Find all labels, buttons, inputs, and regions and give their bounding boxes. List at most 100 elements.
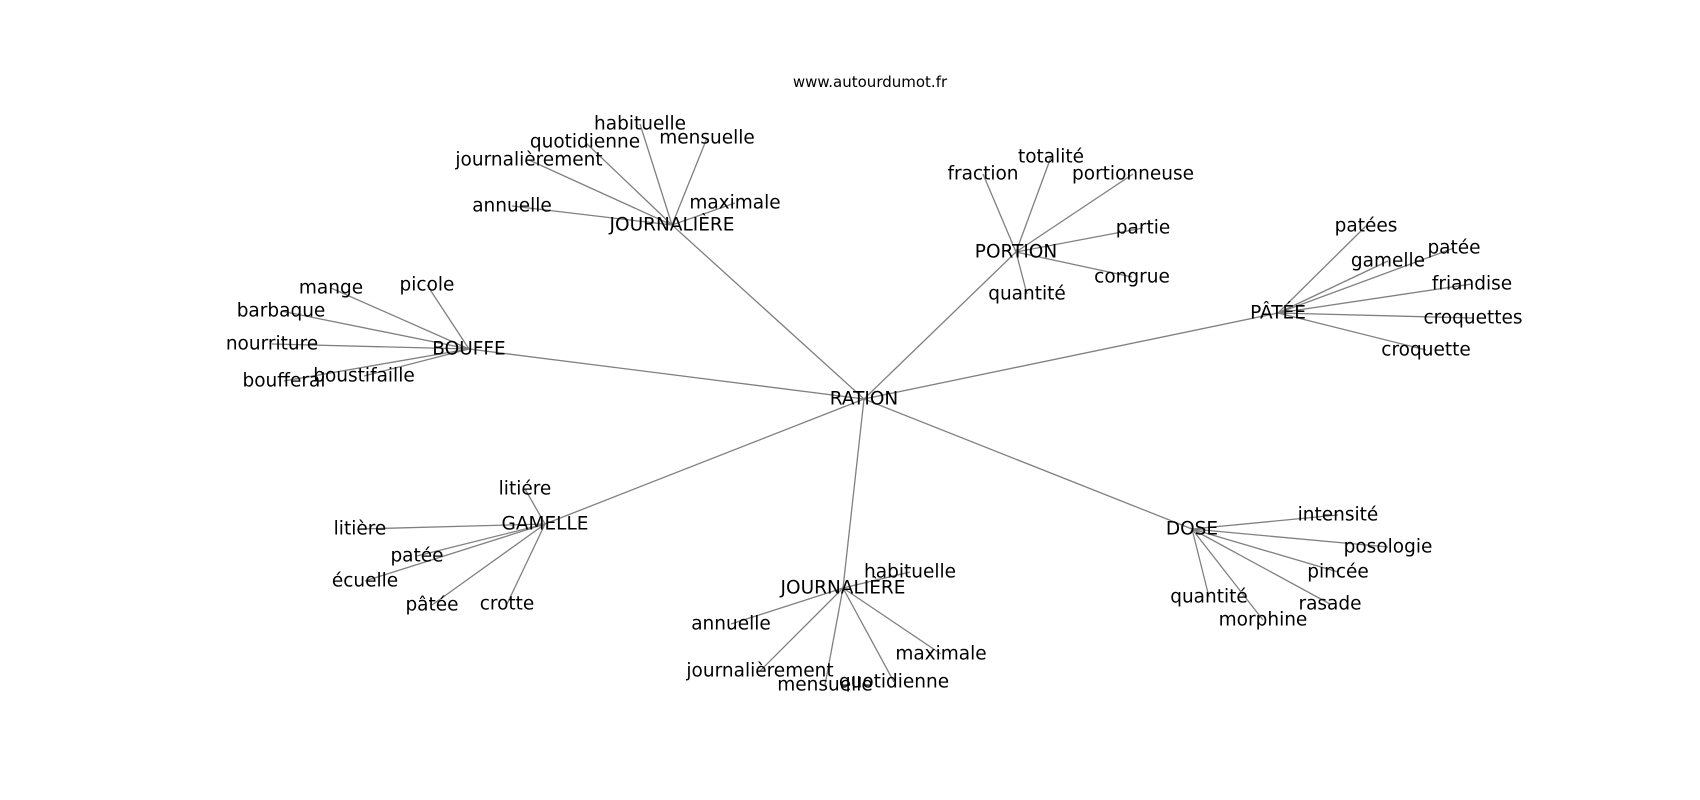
word-node-ga-litiere: litière xyxy=(334,519,387,540)
edge-journaliere-top-jt-annuelle xyxy=(511,205,673,226)
hub-node-bouffe: BOUFFE xyxy=(432,339,505,360)
word-node-bo-boustifaille: boustifaille xyxy=(313,366,414,387)
edge-patee-hub-pa-patee xyxy=(1277,247,1455,314)
edge-gamelle-hub-ga-litiere-aigu xyxy=(524,488,546,525)
word-node-po-congrue: congrue xyxy=(1094,267,1170,288)
edge-portion-po-totalite xyxy=(1015,156,1052,253)
hub-node-dose: DOSE xyxy=(1166,519,1218,540)
edge-journaliere-bottom-jb-quotidienne xyxy=(842,587,895,683)
edge-journaliere-bottom-jb-mensuelle xyxy=(824,587,844,686)
edge-ration-gamelle-hub xyxy=(544,398,865,525)
edge-journaliere-top-jt-quotidienne xyxy=(584,141,673,226)
edge-journaliere-top-jt-journalierement xyxy=(528,159,673,226)
word-node-pa-croquettes: croquettes xyxy=(1423,308,1522,329)
edge-bouffe-bo-picole xyxy=(426,284,470,350)
word-node-po-totalite: totalité xyxy=(1018,147,1084,168)
edge-journaliere-bottom-jb-habituelle xyxy=(842,571,911,589)
word-node-pa-patees: patées xyxy=(1335,216,1398,237)
word-node-jb-habituelle: habituelle xyxy=(864,562,956,583)
word-node-jb-mensuelle: mensuelle xyxy=(777,675,873,696)
edge-patee-hub-pa-patees xyxy=(1277,225,1367,314)
word-node-ga-patee: patée xyxy=(390,546,443,567)
word-node-po-portionneuse: portionneuse xyxy=(1072,164,1194,185)
word-node-po-fraction: fraction xyxy=(947,164,1018,185)
hub-node-journaliere-bottom: JOURNALIÈRE xyxy=(780,577,906,599)
word-node-jb-maximale: maximale xyxy=(895,644,986,665)
edge-ration-dose xyxy=(863,398,1193,530)
edge-gamelle-hub-ga-litiere xyxy=(359,523,546,530)
word-node-ga-crotte: crotte xyxy=(480,594,535,615)
edge-journaliere-top-jt-maximale xyxy=(671,202,736,226)
word-node-jb-journalierement: journalièrement xyxy=(685,661,833,682)
edge-dose-do-posologie xyxy=(1191,528,1389,548)
word-node-jt-habituelle: habituelle xyxy=(594,114,686,135)
edge-journaliere-top-jt-habituelle xyxy=(639,123,673,226)
edge-portion-po-partie xyxy=(1015,227,1144,253)
edge-dose-do-quantite xyxy=(1191,528,1210,598)
word-node-bo-boufferai: boufferai xyxy=(243,371,326,392)
edge-gamelle-hub-ga-patee-circ xyxy=(431,523,546,606)
edge-ration-portion xyxy=(863,251,1017,400)
word-node-jt-maximale: maximale xyxy=(689,193,780,214)
edge-ration-journaliere-top xyxy=(671,224,865,400)
edge-dose-do-morphine xyxy=(1191,528,1264,621)
edge-bouffe-bo-barbaque xyxy=(280,310,470,350)
edge-ration-bouffe xyxy=(468,348,865,400)
word-node-jt-journalierement: journalièrement xyxy=(454,150,602,171)
word-node-do-quantite: quantité xyxy=(1170,587,1248,608)
edge-journaliere-bottom-jb-maximale xyxy=(842,587,942,655)
word-node-pa-friandise: friandise xyxy=(1432,274,1512,295)
word-node-jt-mensuelle: mensuelle xyxy=(659,128,755,149)
word-node-jb-quotidienne: quotidienne xyxy=(839,672,949,693)
hub-node-portion: PORTION xyxy=(975,242,1057,263)
word-node-do-pincee: pincée xyxy=(1307,562,1369,583)
edge-journaliere-bottom-jb-journalierement xyxy=(759,587,844,672)
word-node-pa-croquette: croquette xyxy=(1381,340,1470,361)
hub-node-journaliere-top: JOURNALIÈRE xyxy=(609,214,735,236)
word-node-jb-annuelle: annuelle xyxy=(691,614,771,635)
edge-ration-patee-hub xyxy=(863,312,1279,400)
edge-patee-hub-pa-croquette xyxy=(1277,312,1427,351)
word-node-ga-litiere-aigu: litiére xyxy=(499,479,552,500)
word-node-ga-patee-circ: pâtée xyxy=(405,595,458,616)
edge-patee-hub-pa-gamelle xyxy=(1277,260,1389,314)
word-node-do-intensite: intensité xyxy=(1298,505,1379,526)
edge-layer xyxy=(271,123,1474,686)
edge-gamelle-hub-ga-ecuelle xyxy=(364,523,546,582)
edge-bouffe-bo-nourriture xyxy=(271,343,470,350)
edge-bouffe-bo-boufferai xyxy=(283,348,470,382)
edge-bouffe-bo-mange xyxy=(330,287,470,350)
word-node-pa-gamelle: gamelle xyxy=(1351,251,1425,272)
word-node-bo-nourriture: nourriture xyxy=(226,334,318,355)
word-node-po-quantite: quantité xyxy=(988,284,1066,305)
word-node-po-partie: partie xyxy=(1116,218,1170,239)
hub-node-gamelle-hub: GAMELLE xyxy=(502,514,589,535)
source-label: www.autourdumot.fr xyxy=(793,73,948,91)
word-node-bo-picole: picole xyxy=(400,275,455,296)
word-node-bo-mange: mange xyxy=(299,278,363,299)
edge-journaliere-top-jt-mensuelle xyxy=(671,137,708,226)
word-node-pa-patee: patée xyxy=(1427,238,1480,259)
word-node-jt-annuelle: annuelle xyxy=(472,196,552,217)
edge-gamelle-hub-ga-patee xyxy=(416,523,546,557)
label-layer: RATIONJOURNALIÈREPORTIONPÂTÉEBOUFFEGAMEL… xyxy=(226,114,1523,696)
word-node-do-morphine: morphine xyxy=(1219,610,1308,631)
edge-patee-hub-pa-friandise xyxy=(1277,283,1473,314)
edge-portion-po-congrue xyxy=(1015,251,1133,278)
word-node-do-rasade: rasade xyxy=(1298,594,1361,615)
edge-bouffe-bo-boustifaille xyxy=(363,348,470,377)
edge-gamelle-hub-ga-crotte xyxy=(506,523,546,605)
edge-portion-po-portionneuse xyxy=(1015,173,1134,253)
word-node-bo-barbaque: barbaque xyxy=(237,301,326,322)
edge-portion-po-quantite xyxy=(1015,251,1028,295)
edge-ration-journaliere-bottom xyxy=(842,398,865,589)
word-node-do-posologie: posologie xyxy=(1344,537,1433,558)
hub-node-patee-hub: PÂTÉE xyxy=(1250,302,1306,324)
edge-dose-do-rasade xyxy=(1191,528,1331,605)
edge-patee-hub-pa-croquettes xyxy=(1277,312,1474,319)
edge-portion-po-fraction xyxy=(982,173,1017,253)
word-node-ga-ecuelle: écuelle xyxy=(332,571,398,592)
word-node-jt-quotidienne: quotidienne xyxy=(530,132,640,153)
edge-dose-do-intensite xyxy=(1191,514,1339,530)
